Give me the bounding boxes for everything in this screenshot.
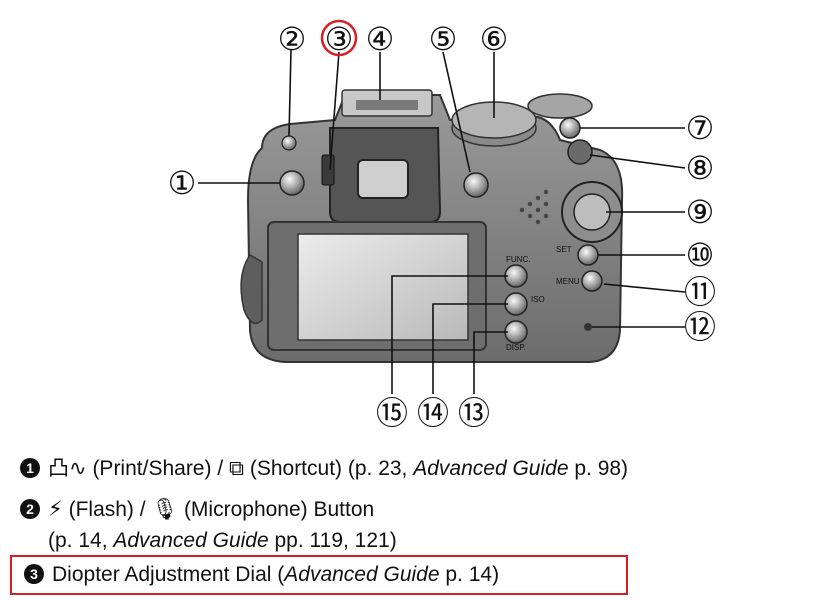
zoom-lever <box>567 139 593 165</box>
callout-7: ⑦ <box>686 109 715 147</box>
callout-4: ④ <box>366 20 395 58</box>
set-button <box>577 244 599 266</box>
callout-12: ⑫ <box>684 308 716 346</box>
callout-13: ⑬ <box>458 394 490 432</box>
description-text: (Microphone) Button <box>178 498 375 521</box>
flash-icon: ⚡ <box>48 497 63 521</box>
print-share-button <box>279 170 305 196</box>
shortcut-icon: ⧉ <box>229 456 244 480</box>
iso-button <box>504 292 528 316</box>
callout-14: ⑭ <box>417 394 449 432</box>
description-text: (Flash) / <box>62 498 152 521</box>
callout-8: ⑧ <box>686 149 715 187</box>
flash-button <box>281 135 297 151</box>
menu-button <box>581 270 603 292</box>
callout-6: ⑥ <box>480 20 509 58</box>
description-text: (Shortcut) (p. 23, <box>244 457 414 480</box>
print-share-icon: 凸∿ <box>48 456 87 480</box>
callout-9: ⑨ <box>686 193 715 231</box>
af-button <box>463 172 489 198</box>
callout-2: ② <box>278 20 307 58</box>
menu-label: MENU <box>556 277 580 286</box>
callout-11: ⑪ <box>684 273 716 311</box>
number-badge-1: 1 <box>20 458 40 478</box>
iso-label: ISO <box>531 295 545 304</box>
highlight-box <box>10 555 628 595</box>
callout-1: ① <box>168 164 197 202</box>
callout-10: ⑩ <box>686 236 715 274</box>
description-text: p. 98) <box>568 457 629 480</box>
func-label: FUNC. <box>506 255 530 264</box>
description-text: Diopter Adjustment Dial ( <box>52 563 285 586</box>
description-print-share: 1 凸∿ (Print/Share) / ⧉ (Shortcut) (p. 23,… <box>20 455 628 482</box>
callout-3-highlight-ring <box>320 19 358 57</box>
indicator-lamp <box>584 323 592 331</box>
number-badge-2: 2 <box>20 499 40 519</box>
description-flash-mic-pages: (p. 14, Advanced Guide pp. 119, 121) <box>48 528 397 554</box>
advanced-guide-ref: Advanced Guide <box>113 529 269 552</box>
description-text: pp. 119, 121) <box>268 529 397 552</box>
camera-rear-diagram: FUNC. SET MENU ISO DISP. ① ② ③ ④ ⑤ ⑥ ⑦ ⑧… <box>168 19 716 432</box>
description-text: (Print/Share) / <box>86 457 229 480</box>
microphone-icon: 🎙 <box>151 497 179 521</box>
disp-label: DISP. <box>506 343 526 352</box>
disp-button <box>504 320 528 344</box>
func-button <box>504 264 528 288</box>
description-text: (p. 14, <box>48 529 114 552</box>
description-text: p. 14) <box>439 563 500 586</box>
set-label: SET <box>556 245 572 254</box>
number-badge-3: 3 <box>24 564 44 584</box>
camera-body <box>240 89 624 363</box>
callout-15: ⑮ <box>376 394 408 432</box>
shutter-button <box>559 117 581 139</box>
description-flash-mic: 2 ⚡ (Flash) / 🎙 (Microphone) Button <box>20 496 374 523</box>
description-diopter: 3 Diopter Adjustment Dial (Advanced Guide… <box>24 562 499 588</box>
control-dial <box>561 181 623 243</box>
advanced-guide-ref: Advanced Guide <box>284 563 440 586</box>
callout-3: ③ <box>325 20 354 58</box>
advanced-guide-ref: Advanced Guide <box>413 457 569 480</box>
callout-5: ⑤ <box>429 20 458 58</box>
